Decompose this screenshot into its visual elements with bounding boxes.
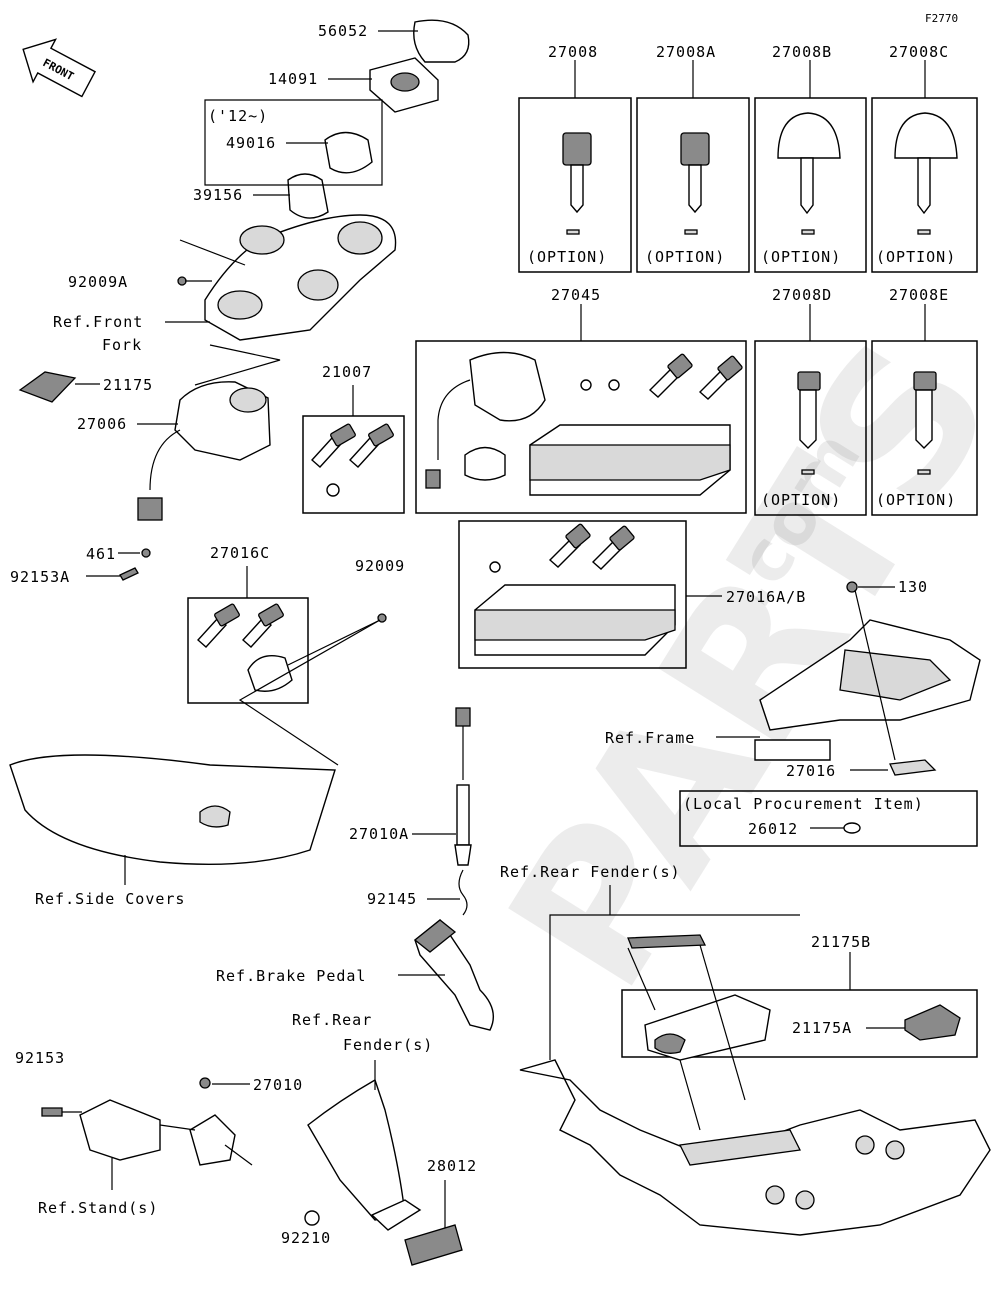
ref-front-fork-1: Ref.Front — [53, 313, 143, 331]
option-label: (OPTION) — [527, 248, 607, 266]
part-21175: 21175 — [103, 376, 153, 394]
option-label: (OPTION) — [876, 491, 956, 509]
ref-rear-2: Fender(s) — [343, 1036, 433, 1054]
ref-stands: Ref.Stand(s) — [38, 1199, 158, 1217]
part-27008c: 27008C — [889, 43, 949, 61]
seat-lock-27016c — [187, 566, 387, 766]
part-461: 461 — [86, 545, 116, 563]
part-130: 130 — [898, 578, 928, 596]
part-27016ab: 27016A/B — [726, 588, 806, 606]
part-92210: 92210 — [281, 1229, 331, 1247]
option-label: (OPTION) — [876, 248, 956, 266]
part-27016: 27016 — [786, 762, 836, 780]
frame-section — [716, 581, 981, 776]
fob-key-icon — [777, 112, 841, 215]
rear-fender-bracket — [304, 1060, 463, 1266]
ecu-kit-27016ab — [458, 520, 722, 669]
year-note: ('12~) — [208, 107, 268, 125]
part-92009a: 92009A — [68, 273, 128, 291]
local-procurement-title: (Local Procurement Item) — [683, 795, 924, 813]
local-procurement-box — [679, 790, 978, 847]
part-39156: 39156 — [193, 186, 243, 204]
figure-code: F2770 — [925, 12, 958, 25]
stand-switch-27010 — [41, 1077, 253, 1190]
option-label: (OPTION) — [761, 248, 841, 266]
part-21175a: 21175A — [792, 1019, 852, 1037]
part-27010a: 27010A — [349, 825, 409, 843]
part-21007: 21007 — [322, 363, 372, 381]
part-27016c: 27016C — [210, 544, 270, 562]
steering-stem-assembly — [18, 19, 470, 581]
ref-front-fork-2: Fork — [102, 336, 142, 354]
part-27008a: 27008A — [656, 43, 716, 61]
part-27010: 27010 — [253, 1076, 303, 1094]
part-92153: 92153 — [15, 1049, 65, 1067]
option-label: (OPTION) — [645, 248, 725, 266]
part-92153a: 92153A — [10, 568, 70, 586]
ref-rear-fender-top: Ref.Rear Fender(s) — [500, 863, 681, 881]
key-option-boxes: (OPTION) (OPTION) (OPTION) (OPTION) — [518, 60, 978, 273]
part-27045: 27045 — [551, 286, 601, 304]
part-56052: 56052 — [318, 22, 368, 40]
key-icon — [680, 132, 710, 214]
part-21175b: 21175B — [811, 933, 871, 951]
part-14091: 14091 — [268, 70, 318, 88]
ignition-kit-27045 — [415, 304, 747, 514]
side-cover — [9, 754, 336, 885]
part-28012: 28012 — [427, 1157, 477, 1175]
part-26012: 26012 — [748, 820, 798, 838]
key-set-21007 — [302, 385, 405, 514]
key-icon — [562, 132, 592, 214]
ref-side-covers: Ref.Side Covers — [35, 890, 185, 908]
ref-rear-1: Ref.Rear — [292, 1011, 372, 1029]
rear-fender-area — [519, 885, 991, 1236]
front-arrow-icon: FRONT — [22, 38, 97, 98]
key-option-boxes-lower: (OPTION) (OPTION) — [754, 304, 978, 516]
option-label: (OPTION) — [761, 491, 841, 509]
key-icon — [913, 371, 937, 449]
part-27008: 27008 — [548, 43, 598, 61]
fob-key-icon — [894, 112, 958, 215]
part-27008d: 27008D — [772, 286, 832, 304]
brake-switch-27010a — [413, 707, 494, 1031]
ref-frame: Ref.Frame — [605, 729, 695, 747]
part-49016: 49016 — [226, 134, 276, 152]
part-92009: 92009 — [355, 557, 405, 575]
ref-brake-pedal: Ref.Brake Pedal — [216, 967, 366, 985]
part-27008e: 27008E — [889, 286, 949, 304]
part-27006: 27006 — [77, 415, 127, 433]
key-icon — [797, 371, 821, 449]
part-27008b: 27008B — [772, 43, 832, 61]
part-92145: 92145 — [367, 890, 417, 908]
